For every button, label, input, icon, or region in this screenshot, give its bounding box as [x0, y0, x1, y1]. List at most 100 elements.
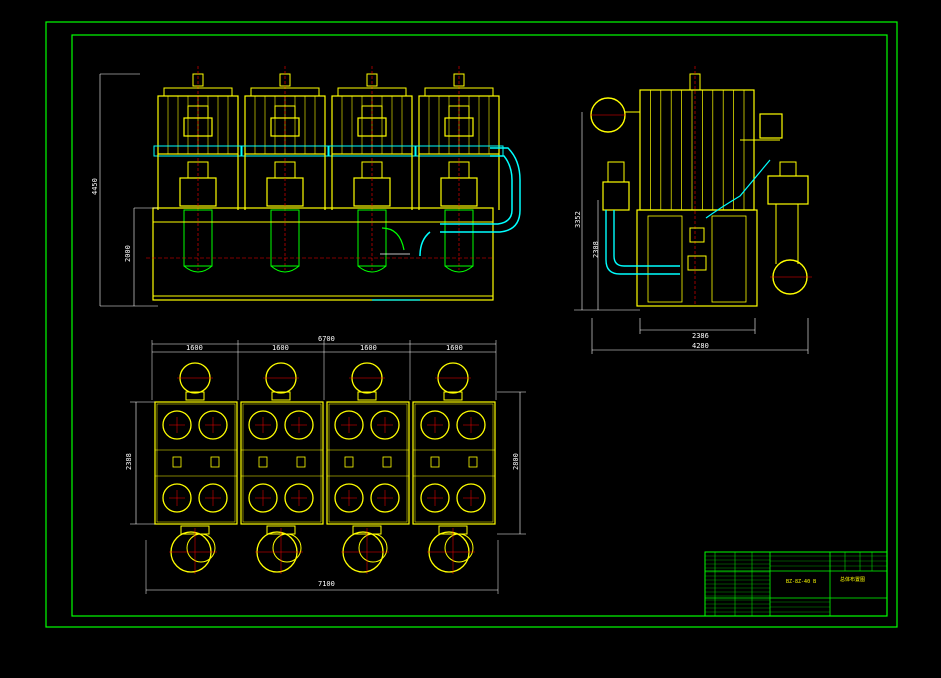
top-flange-band: [250, 87, 320, 97]
top-valve: [366, 73, 378, 87]
side-cabinet: [639, 89, 755, 211]
outlet-elbow-pipe: [440, 147, 521, 233]
motor-upper-cap: [361, 105, 383, 119]
cylinder-lower: [444, 209, 474, 267]
outlet-elbow-pipe-inner: [440, 155, 513, 225]
inner-frame: [71, 34, 888, 617]
plan-filter-circle: [284, 410, 314, 440]
header-pipe: [414, 145, 504, 157]
plan-dim-overall-bottom: 7100: [318, 580, 335, 588]
side-motor-left: [602, 181, 630, 211]
plan-filter-circle: [248, 483, 278, 513]
side-view: [574, 66, 812, 354]
plan-filter-circle: [284, 483, 314, 513]
plan-fan-bottom-hub: [444, 533, 474, 563]
motor-lower: [353, 177, 391, 207]
top-valve: [279, 73, 291, 87]
header-pipe: [153, 145, 243, 157]
side-right-motor: [759, 113, 783, 139]
top-flange-band: [424, 87, 494, 97]
plan-valve: [172, 456, 182, 468]
plan-filter-circle: [456, 410, 486, 440]
plan-filter-circle: [456, 483, 486, 513]
side-inlet-pipe-inner: [613, 210, 680, 267]
motor-upper-cap: [187, 105, 209, 119]
plan-fan-top-base: [271, 391, 291, 401]
plan-dim-overall-top: 6700: [318, 335, 335, 343]
side-right-cap: [779, 161, 797, 177]
side-valve-lower: [687, 255, 707, 271]
plan-filter-circle: [420, 483, 450, 513]
plan-valve: [468, 456, 478, 468]
title-block-title: 总体布置图: [840, 576, 865, 583]
plan-filter-circle: [370, 483, 400, 513]
plan-unit: [240, 401, 324, 525]
side-inlet-pipe: [605, 210, 680, 275]
motor-lower: [440, 177, 478, 207]
plan-unit-inner: [242, 403, 322, 523]
outlet-bend: [419, 231, 431, 257]
top-flange-band: [163, 87, 233, 97]
plan-dim-unit-1: 1600: [186, 344, 203, 352]
plan-fan-top-base: [357, 391, 377, 401]
outer-frame: [45, 21, 898, 628]
title-block-drawing-number: BZ-8Z-40 B: [786, 579, 816, 585]
header-pipe: [327, 145, 417, 157]
plan-filter-circle: [162, 483, 192, 513]
plan-unit-inner: [156, 403, 236, 523]
plan-filter-circle: [162, 410, 192, 440]
top-valve: [453, 73, 465, 87]
plan-dim-right: 2800: [512, 453, 520, 470]
plan-valve: [430, 456, 440, 468]
side-valve: [689, 227, 705, 243]
plan-filter-circle: [420, 410, 450, 440]
side-dim-outer-width: 4280: [692, 342, 709, 350]
plan-dim-unit-4: 1600: [446, 344, 463, 352]
top-flange-band: [337, 87, 407, 97]
cylinder-bottom: [270, 265, 300, 273]
plan-unit: [412, 401, 496, 525]
front-dim-total-height: 4450: [91, 178, 99, 195]
cylinder-lower: [270, 209, 300, 267]
plan-dim-unit-3: 1600: [360, 344, 377, 352]
cylinder-lower: [183, 209, 213, 267]
plan-filter-circle: [334, 483, 364, 513]
plan-filter-circle: [248, 410, 278, 440]
plan-unit-inner: [328, 403, 408, 523]
plan-fan-bottom-hub: [358, 533, 388, 563]
side-motor-left-cap: [607, 161, 625, 183]
plan-filter-circle: [334, 410, 364, 440]
plan-valve: [258, 456, 268, 468]
motor-upper-cap: [448, 105, 470, 119]
plan-valve: [382, 456, 392, 468]
plan-filter-circle: [198, 483, 228, 513]
fan-elbow: [381, 227, 405, 251]
plan-dim-left: 2388: [125, 453, 133, 470]
top-valve: [192, 73, 204, 87]
motor-lower: [266, 177, 304, 207]
plan-fan-bottom-hub: [186, 533, 216, 563]
motor-upper-cap: [274, 105, 296, 119]
cylinder-bottom: [183, 265, 213, 273]
side-right-motor-lower: [767, 175, 809, 205]
plan-view: [130, 340, 526, 594]
side-base-bay-left: [647, 215, 683, 303]
title-block: BZ-8Z-40 B 总体布置图: [704, 551, 888, 617]
plan-unit-inner: [414, 403, 494, 523]
motor-lower: [179, 177, 217, 207]
side-base: [636, 209, 758, 307]
plan-fan-bottom-hub: [272, 533, 302, 563]
plan-valve: [296, 456, 306, 468]
plan-fan-top-base: [185, 391, 205, 401]
front-dim-base-height: 2000: [124, 245, 132, 262]
plan-valve: [344, 456, 354, 468]
plan-filter-circle: [198, 410, 228, 440]
base-frame: [152, 207, 494, 301]
plan-unit: [154, 401, 238, 525]
cylinder-lower: [357, 209, 387, 267]
header-pipe: [240, 145, 330, 157]
side-riser-pipe: [705, 159, 771, 219]
front-view: [99, 66, 521, 307]
plan-valve: [210, 456, 220, 468]
